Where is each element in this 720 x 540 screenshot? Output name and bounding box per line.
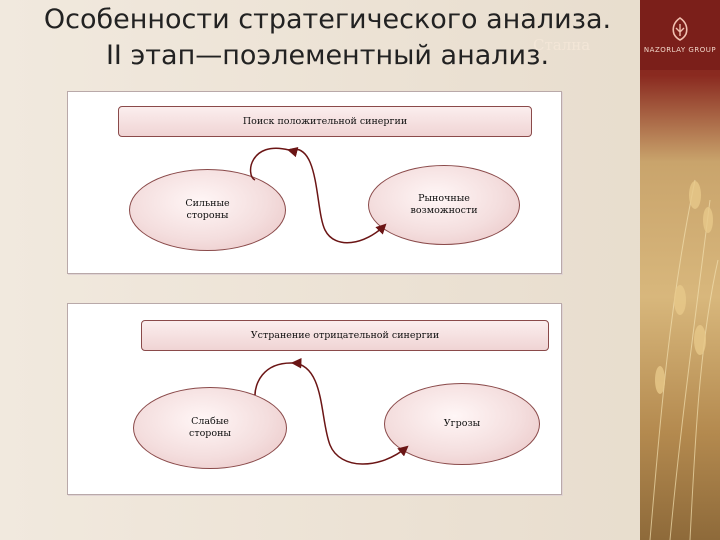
company-logo: NAZORLAY GROUP <box>640 0 720 70</box>
title-line-2: II этап—поэлементный анализ. <box>105 40 550 71</box>
positive-synergy-banner: Поиск положительной синергии <box>118 106 532 137</box>
opportunities-oval: Рыночные возможности <box>368 165 520 245</box>
negative-synergy-banner: Устранение отрицательной синергии <box>141 320 549 351</box>
title-line-1: Особенности стратегического анализа. <box>43 4 612 35</box>
strengths-label: Сильные стороны <box>185 198 230 221</box>
opportunities-label: Рыночные возможности <box>410 193 478 216</box>
ghost-text: Стална <box>533 36 591 54</box>
threats-oval: Угрозы <box>384 383 540 465</box>
wheat-decoration <box>640 0 720 540</box>
weaknesses-oval: Слабые стороны <box>133 387 287 469</box>
weaknesses-label: Слабые стороны <box>189 416 231 439</box>
strengths-oval: Сильные стороны <box>129 169 286 251</box>
logo-emblem-icon <box>672 17 688 41</box>
logo-text: NAZORLAY GROUP <box>643 46 717 54</box>
page-title: Особенности стратегического анализа. II … <box>20 2 635 74</box>
threats-label: Угрозы <box>443 418 481 429</box>
